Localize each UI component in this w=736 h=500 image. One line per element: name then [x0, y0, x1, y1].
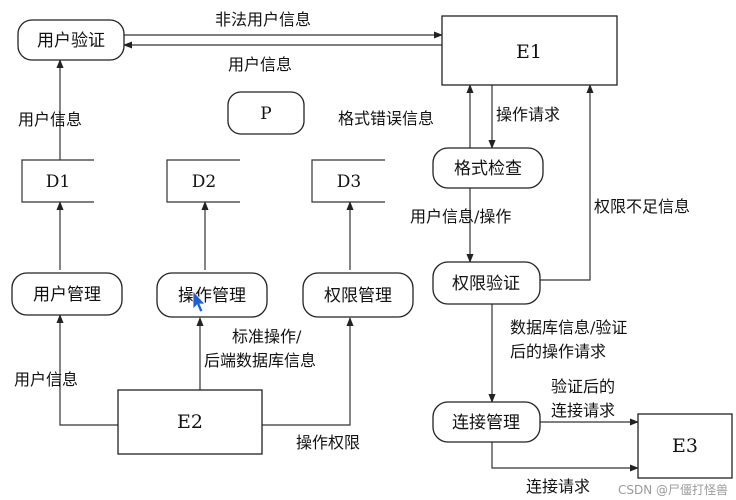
process-perm-mgmt-label: 权限管理: [324, 286, 392, 306]
process-op-mgmt: [156, 272, 268, 318]
entity-e2: [117, 389, 263, 455]
process-conn-mgmt: [432, 401, 541, 443]
process-perm-mgmt: [302, 272, 414, 318]
store-d1-label: D1: [46, 172, 70, 192]
label-db-info-line2: 后的操作请求: [510, 342, 606, 361]
entity-e3: [637, 413, 733, 479]
label-insufficient-perm: 权限不足信息: [594, 197, 690, 216]
process-op-mgmt-label: 操作管理: [178, 286, 246, 306]
label-op-request: 操作请求: [496, 105, 560, 124]
edge-e2-to-user-mgmt: [56, 314, 118, 426]
process-format-check: [432, 147, 544, 189]
store-d3-label: D3: [337, 172, 361, 192]
mouse-cursor-icon: [192, 289, 206, 313]
label-std-op-line2: 后端数据库信息: [204, 351, 316, 370]
entity-e1-label: E1: [516, 41, 542, 63]
edge-e2-to-perm-mgmt: [262, 317, 354, 426]
label-op-perm: 操作权限: [296, 433, 360, 452]
label-format-error-info: 格式错误信息: [338, 109, 434, 128]
process-user-verify-label: 用户验证: [37, 31, 105, 51]
process-user-mgmt: [11, 272, 123, 316]
entity-e3-label: E3: [672, 435, 698, 457]
store-d3-shape: [311, 159, 385, 203]
process-p-label: P: [260, 104, 271, 124]
process-conn-mgmt-label: 连接管理: [452, 413, 520, 433]
label-conn-request: 连接请求: [526, 477, 590, 496]
label-user-info-top: 用户信息: [228, 55, 292, 74]
label-verified-line1: 验证后的: [551, 377, 615, 396]
store-d1-shape: [21, 159, 94, 203]
label-std-op-line1: 标准操作/: [232, 327, 302, 346]
label-user-info-op: 用户信息/操作: [410, 207, 511, 226]
process-format-check-label: 格式检查: [454, 159, 522, 179]
label-user-info-bottom: 用户信息: [14, 370, 78, 389]
label-illegal-user-info: 非法用户信息: [215, 10, 311, 29]
label-verified-line2: 连接请求: [551, 401, 615, 420]
watermark-text: CSDN @尸僵打怪兽: [618, 483, 728, 497]
process-perm-verify: [432, 261, 541, 305]
label-user-info-left: 用户信息: [18, 110, 82, 129]
process-p: [227, 91, 305, 135]
store-d2-label: D2: [192, 172, 216, 192]
edge-insufficient-perm: [540, 84, 594, 281]
entity-e2-label: E2: [177, 411, 203, 433]
process-perm-verify-label: 权限验证: [452, 274, 520, 294]
label-db-info-line1: 数据库信息/验证: [510, 318, 627, 337]
process-user-mgmt-label: 用户管理: [33, 285, 101, 305]
store-d2-shape: [166, 159, 240, 203]
edge-conn-request: [491, 442, 639, 472]
entity-e1: [441, 15, 618, 86]
process-user-verify: [17, 19, 125, 61]
